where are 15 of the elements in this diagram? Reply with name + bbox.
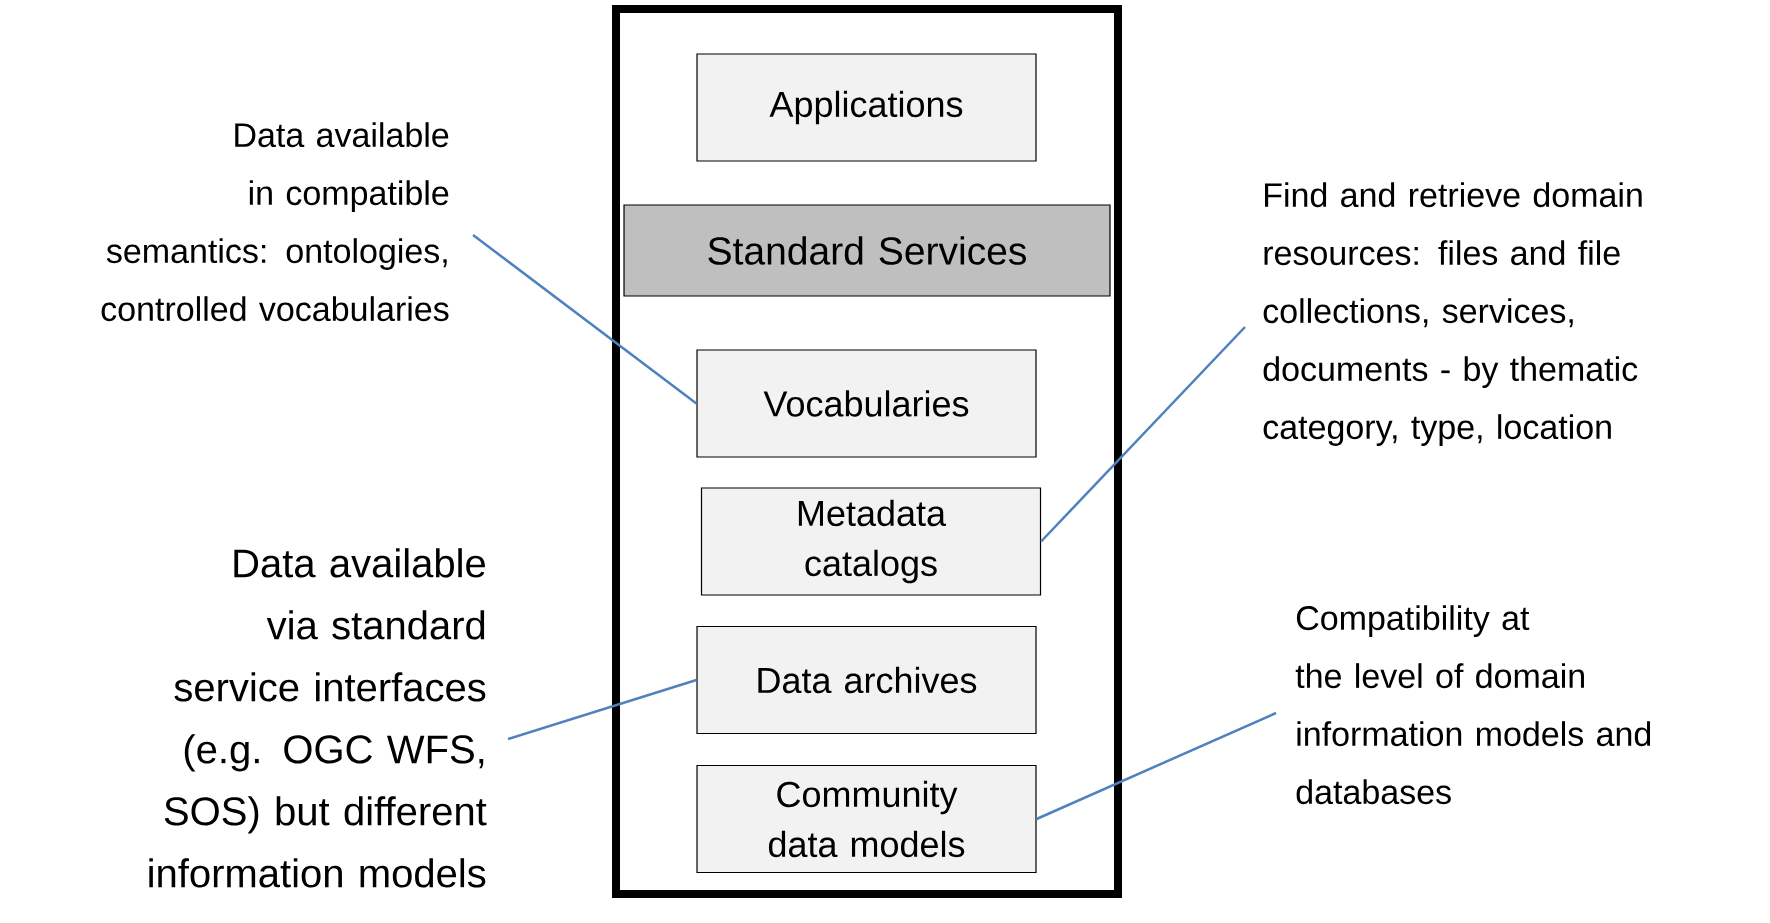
- annotation-text: Data available via standard service interfaces (e.g. OGC WFS, SOS) but different information models: [149, 548, 487, 888]
- leader-line: [1036, 711, 1277, 821]
- annotation-text: Data available in compatible semantics: ontologies, controlled vocabularies: [101, 122, 449, 322]
- process-box: Data archives: [696, 625, 1037, 735]
- process-box: Vocabularies: [696, 349, 1037, 458]
- process-box: Metadata catalogs: [700, 487, 1042, 596]
- annotation-text: Compatibility at the level of domain information models and databases: [1295, 605, 1651, 805]
- frame: [612, 5, 1122, 898]
- leader-line: [507, 678, 697, 741]
- annotation-text: Find and retrieve domain resources: files and file collections, services, documents - by thematic category, type, location: [1263, 182, 1642, 446]
- process-box: Applications: [696, 53, 1037, 162]
- leader-line: [1040, 326, 1246, 543]
- service-band: Standard Services: [623, 204, 1111, 297]
- process-box: Community data models: [696, 764, 1037, 874]
- leader-line: [472, 234, 698, 405]
